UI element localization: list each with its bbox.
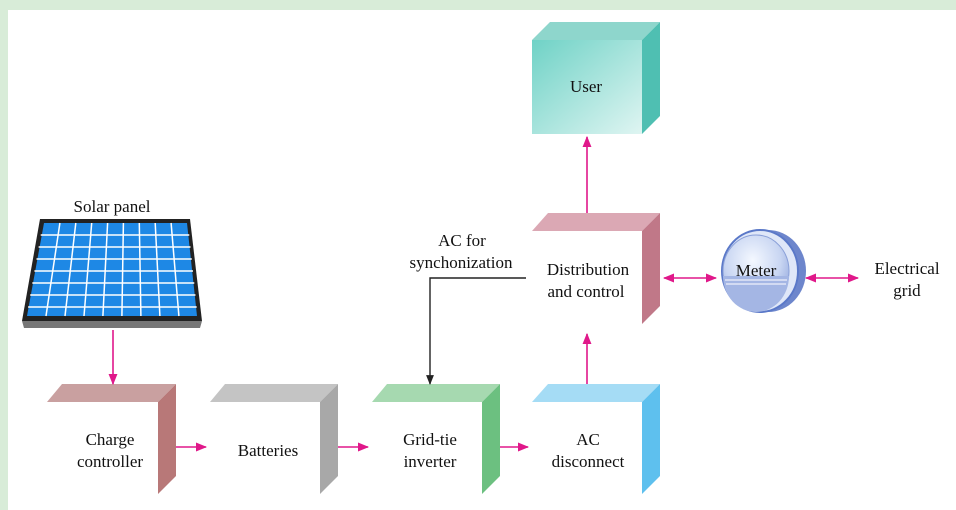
grid-tie-inverter-label-line2: inverter: [404, 452, 457, 471]
flow-arrows: [108, 135, 860, 452]
user-box: [532, 22, 660, 134]
ac-sync-label-line2: synchonization: [410, 253, 513, 272]
ac-sync-label-line1: AC for: [438, 231, 486, 250]
charge-controller-label-line1: Charge: [86, 430, 135, 449]
distribution-control-box: [532, 213, 660, 324]
electrical-grid-label-line1: Electrical: [874, 259, 939, 278]
grid-tie-inverter-box: [372, 384, 500, 494]
ac-disconnect-label-line1: AC: [576, 430, 600, 449]
solar-panel-label: Solar panel: [74, 197, 151, 216]
solar-panel: [22, 219, 202, 328]
electrical-grid-label-line2: grid: [893, 281, 921, 300]
distribution-label-line2: and control: [548, 282, 625, 301]
sync-line: [426, 277, 526, 385]
charge-controller-box: [47, 384, 176, 494]
meter-label: Meter: [736, 261, 777, 280]
user-label: User: [570, 77, 602, 96]
ac-disconnect-label-line2: disconnect: [552, 452, 625, 471]
solar-panel-grid: [28, 222, 197, 317]
meter: [721, 229, 806, 313]
charge-controller-label-line2: controller: [77, 452, 143, 471]
distribution-label-line1: Distribution: [547, 260, 630, 279]
ac-disconnect-box: [532, 384, 660, 494]
solar-panel-edge: [22, 321, 202, 328]
batteries-label: Batteries: [238, 441, 298, 460]
grid-tie-inverter-label-line1: Grid-tie: [403, 430, 457, 449]
batteries-box: [210, 384, 338, 494]
